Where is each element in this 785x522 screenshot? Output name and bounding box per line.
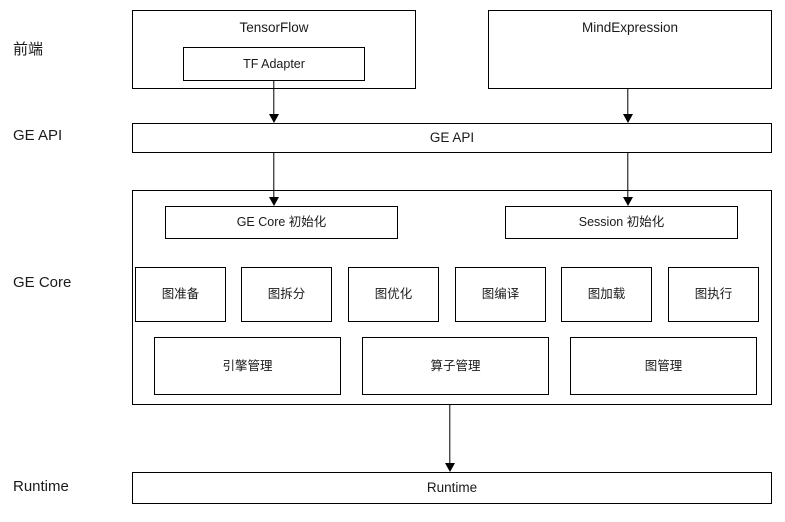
layer-label-frontend: 前端 xyxy=(13,41,44,58)
layer-label-ge-api: GE API xyxy=(13,127,63,144)
stage-box-graph-compile[interactable]: 图编译 xyxy=(455,267,546,322)
manager-box-engine-manager[interactable]: 引擎管理 xyxy=(154,337,341,395)
ge-core-container xyxy=(132,190,772,405)
layer-label-runtime: Runtime xyxy=(13,478,69,495)
ge-api-box[interactable]: GE API xyxy=(132,123,772,153)
stage-box-graph-load[interactable]: 图加载 xyxy=(561,267,652,322)
mindexpression-box[interactable]: MindExpression xyxy=(488,10,772,89)
stage-box-graph-optimize[interactable]: 图优化 xyxy=(348,267,439,322)
stage-box-graph-split[interactable]: 图拆分 xyxy=(241,267,332,322)
ge-core-init-box[interactable]: GE Core 初始化 xyxy=(165,206,398,239)
session-init-box[interactable]: Session 初始化 xyxy=(505,206,738,239)
stage-box-graph-prepare[interactable]: 图准备 xyxy=(135,267,226,322)
manager-box-graph-manager[interactable]: 图管理 xyxy=(570,337,757,395)
tensorflow-label: TensorFlow xyxy=(239,20,309,35)
stage-box-graph-execute[interactable]: 图执行 xyxy=(668,267,759,322)
runtime-box[interactable]: Runtime xyxy=(132,472,772,504)
tf-adapter-box[interactable]: TF Adapter xyxy=(183,47,365,81)
mindexpression-label: MindExpression xyxy=(581,20,679,35)
layer-label-ge-core: GE Core xyxy=(13,274,72,291)
manager-box-operator-manager[interactable]: 算子管理 xyxy=(362,337,549,395)
